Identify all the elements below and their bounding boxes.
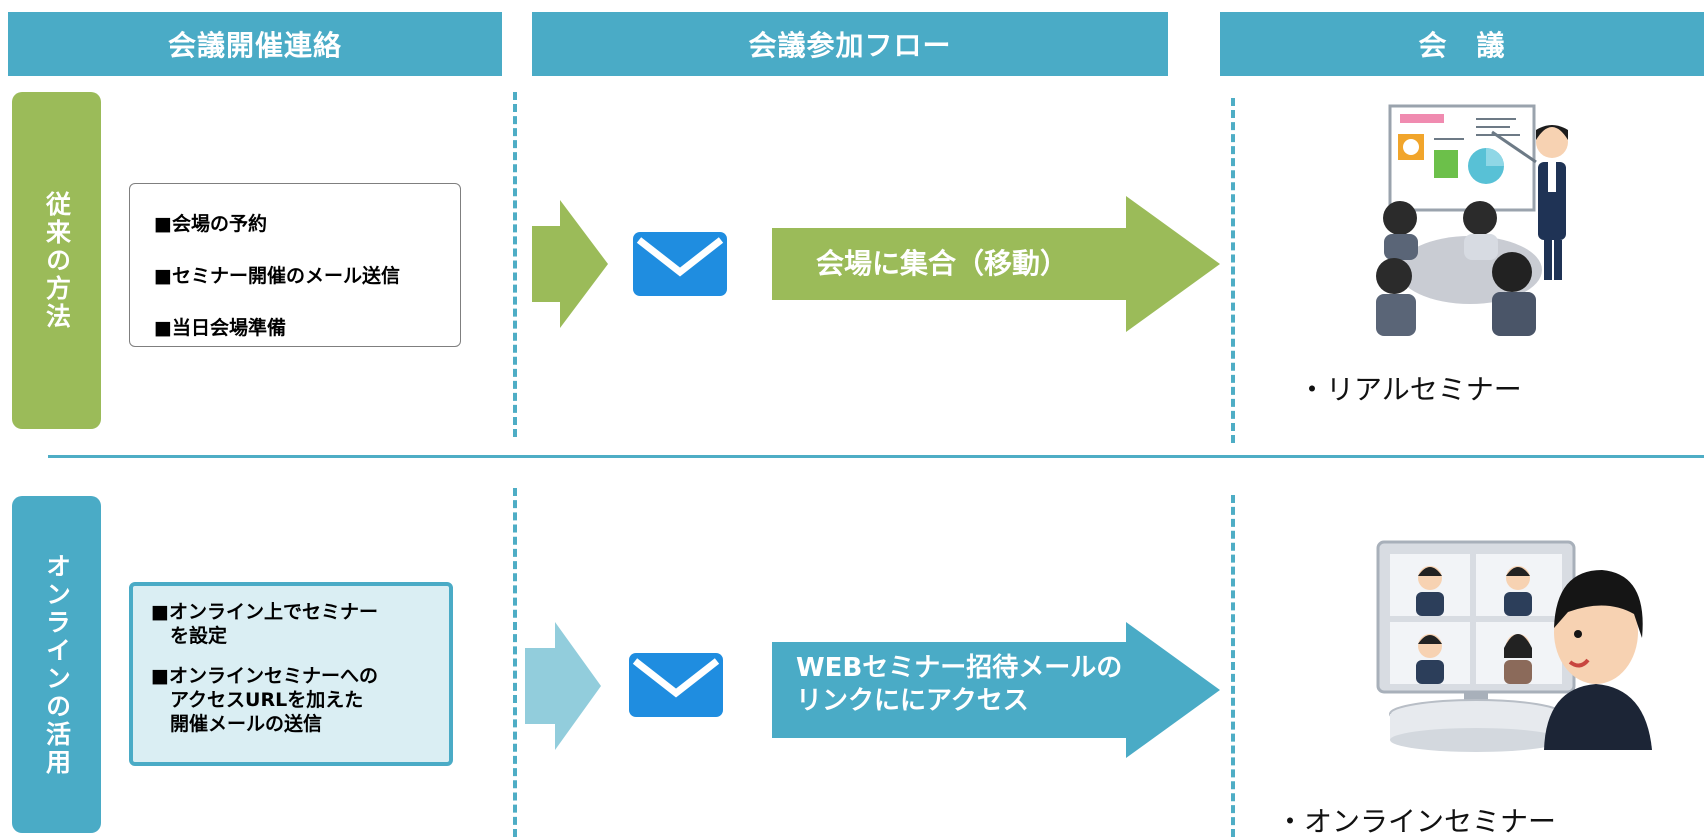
row-label-online-text: オンラインの活用	[42, 552, 72, 777]
traditional-arrow-text: 会場に集合（移動）	[816, 247, 1069, 280]
online-chevron-arrow	[525, 622, 601, 750]
online-step: ■オンライン上でセミナー を設定	[151, 601, 378, 647]
envelope-icon	[633, 232, 727, 296]
online-arrow-text: WEBセミナー招待メールの リンクににアクセス	[796, 653, 1123, 716]
online-flow-arrow	[772, 622, 1220, 758]
divider-col2-top	[1231, 98, 1235, 443]
header-meeting-notice: 会議開催連絡	[8, 12, 502, 76]
traditional-step: ■セミナー開催のメール送信	[154, 265, 400, 287]
header-meeting: 会 議	[1220, 12, 1704, 76]
row-label-traditional-text: 従来の方法	[42, 190, 72, 331]
video-conference-illustration	[1376, 540, 1652, 752]
traditional-chevron-arrow	[532, 200, 608, 328]
divider-col1-top	[513, 92, 517, 437]
divider-col1-bottom	[513, 488, 517, 837]
traditional-step: ■当日会場準備	[154, 317, 286, 339]
presentation-meeting-illustration	[1376, 104, 1568, 336]
online-steps-box: ■オンライン上でセミナー を設定 ■オンラインセミナーへの アクセスURLを加え…	[129, 582, 453, 766]
row-label-online: オンラインの活用	[12, 496, 101, 833]
traditional-meeting-caption: ・リアルセミナー	[1298, 373, 1522, 406]
row-separator	[48, 455, 1704, 458]
traditional-flow-arrow	[772, 196, 1220, 332]
online-step: ■オンラインセミナーへの アクセスURLを加えた 開催メールの送信	[151, 665, 378, 735]
header-participation-flow: 会議参加フロー	[532, 12, 1168, 76]
traditional-step: ■会場の予約	[154, 213, 267, 235]
row-label-traditional: 従来の方法	[12, 92, 101, 429]
online-meeting-caption: ・オンラインセミナー	[1276, 805, 1557, 838]
traditional-steps-box: ■会場の予約 ■セミナー開催のメール送信 ■当日会場準備	[129, 183, 461, 347]
envelope-icon	[629, 653, 723, 717]
divider-col2-bottom	[1231, 495, 1235, 837]
